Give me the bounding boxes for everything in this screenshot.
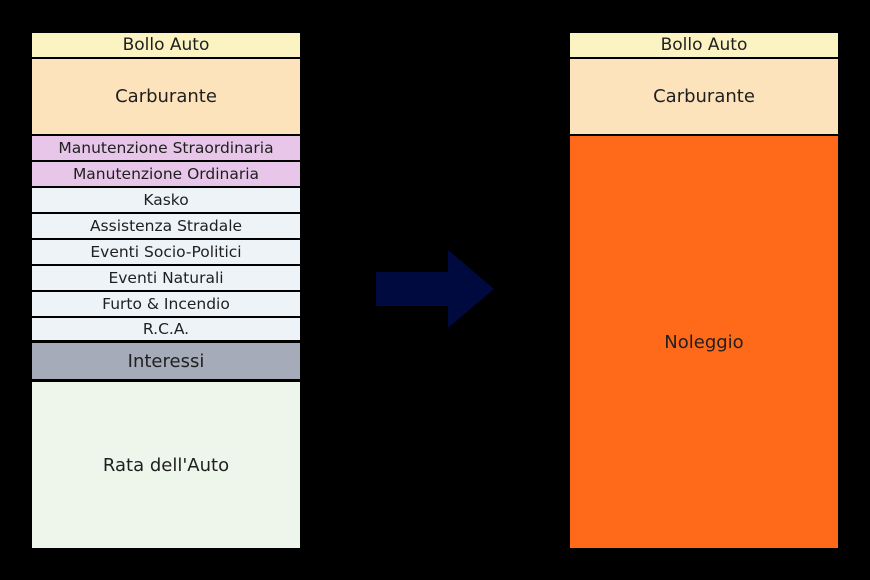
interessi-block: Interessi [32, 343, 300, 379]
carburante-block: Carburante [570, 59, 838, 134]
carburante-block: Carburante [32, 59, 300, 134]
right-arrow-icon [376, 250, 494, 328]
rca-block: R.C.A. [32, 318, 300, 340]
furto-incendio-block: Furto & Incendio [32, 292, 300, 316]
noleggio-block: Noleggio [570, 136, 838, 548]
bollo-auto-block: Bollo Auto [32, 33, 300, 57]
bollo-auto-block: Bollo Auto [570, 33, 838, 57]
manutenzione-ordinaria-block: Manutenzione Ordinaria [32, 162, 300, 186]
right-cost-stack: Bollo Auto Carburante Noleggio [568, 32, 840, 550]
manutenzione-straordinaria-block: Manutenzione Straordinaria [32, 136, 300, 160]
assistenza-stradale-block: Assistenza Stradale [32, 214, 300, 238]
left-cost-stack: Bollo Auto Carburante Manutenzione Strao… [30, 32, 302, 550]
eventi-naturali-block: Eventi Naturali [32, 266, 300, 290]
kasko-block: Kasko [32, 188, 300, 212]
eventi-socio-politici-block: Eventi Socio-Politici [32, 240, 300, 264]
rata-auto-block: Rata dell'Auto [32, 382, 300, 548]
